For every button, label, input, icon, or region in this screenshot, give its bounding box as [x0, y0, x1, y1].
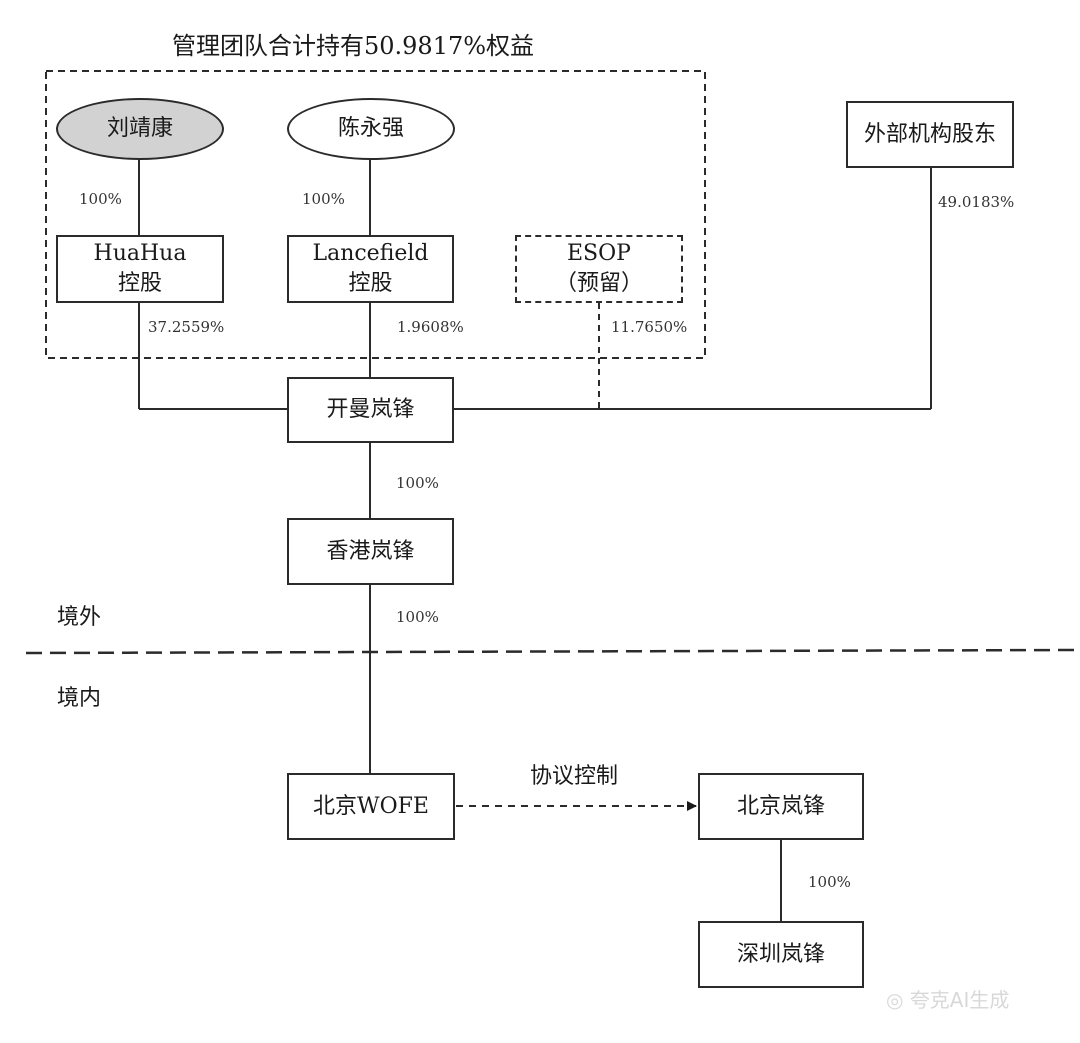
entity-beijing-insta360: 北京岚锋	[698, 773, 864, 840]
entity-shenzhen-insta360: 深圳岚锋	[698, 921, 864, 988]
entity-lancefield-holding-name: Lancefield	[312, 241, 429, 266]
entity-esop-reserved: ESOP （预留）	[515, 235, 683, 303]
pct-hongkong-wofe: 100%	[396, 608, 439, 626]
management-team-title: 管理团队合计持有50.9817%权益	[172, 32, 535, 60]
pct-beijing-shenzhen: 100%	[808, 873, 851, 891]
watermark: ◎ 夸克AI生成	[886, 988, 1010, 1012]
entity-external-investors: 外部机构股东	[846, 101, 1014, 168]
entity-cayman-insta360: 开曼岚锋	[287, 377, 454, 443]
entity-beijing-wofe: 北京WOFE	[287, 773, 455, 840]
entity-huahua-holding-name: HuaHua	[93, 241, 187, 266]
entity-esop-name: ESOP	[567, 241, 631, 266]
entity-lancefield-holding: Lancefield 控股	[287, 235, 454, 303]
pct-esop-kaiman: 11.7650%	[611, 318, 688, 336]
region-offshore-label: 境外	[57, 605, 102, 630]
entity-beijing-insta360-label: 北京岚锋	[736, 793, 825, 819]
entity-beijing-wofe-label: 北京WOFE	[313, 793, 429, 819]
entity-huahua-holding-suffix: 控股	[117, 271, 162, 296]
entity-shenzhen-insta360-label: 深圳岚锋	[736, 941, 825, 967]
pct-chen-lancefield: 100%	[302, 190, 345, 208]
entity-hongkong-insta360: 香港岚锋	[287, 518, 454, 585]
entity-external-investors-label: 外部机构股东	[863, 121, 996, 147]
pct-liu-huahua: 100%	[79, 190, 122, 208]
shareholder-liu-jingkang: 刘靖康	[56, 98, 224, 160]
pct-external-kaiman: 49.0183%	[938, 193, 1015, 211]
region-onshore-label: 境内	[57, 686, 102, 711]
entity-hongkong-insta360-label: 香港岚锋	[326, 538, 415, 564]
pct-kaiman-hongkong: 100%	[396, 474, 439, 492]
shareholder-chen-yongqiang: 陈永强	[287, 98, 455, 160]
agreement-control-label: 协议控制	[530, 764, 619, 789]
shareholder-liu-jingkang-label: 刘靖康	[106, 116, 173, 141]
entity-cayman-insta360-label: 开曼岚锋	[326, 397, 415, 422]
shareholder-chen-yongqiang-label: 陈永强	[337, 116, 404, 141]
offshore-onshore-boundary	[25, 648, 1075, 655]
entity-huahua-holding: HuaHua 控股	[56, 235, 224, 303]
management-team-group-border	[45, 70, 706, 359]
entity-esop-suffix: （预留）	[554, 271, 643, 296]
pct-lancefield-kaiman: 1.9608%	[397, 318, 464, 336]
pct-huahua-kaiman: 37.2559%	[148, 318, 225, 336]
entity-lancefield-holding-suffix: 控股	[348, 271, 393, 296]
